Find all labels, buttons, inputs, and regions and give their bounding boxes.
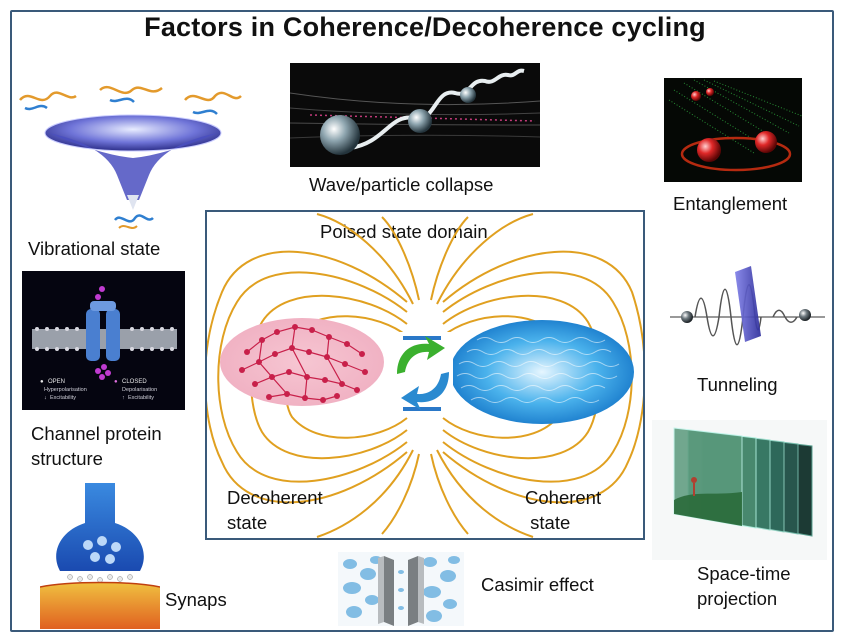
channel-open-effect: Excitability <box>50 395 76 401</box>
coherent-state-label: Coherent state <box>525 487 602 533</box>
channel-closed-sub: Depolarisation <box>122 387 157 393</box>
svg-text:↑: ↑ <box>122 395 125 401</box>
synaps-figure <box>40 483 160 629</box>
svg-text:●: ● <box>114 379 118 385</box>
wave-particle-label: Wave/particle collapse <box>309 174 494 195</box>
casimir-effect-figure <box>338 552 464 626</box>
channel-open-sub: Hyperpolarisation <box>44 387 87 393</box>
field-diagram <box>207 213 643 538</box>
channel-protein-label: Channel protein structure <box>31 423 162 469</box>
vibrational-state-figure <box>15 70 245 235</box>
vibrational-state-label: Vibrational state <box>28 238 161 259</box>
diagram-title: Factors in Coherence/Decoherence cycling <box>144 12 706 42</box>
synaps-label: Synaps <box>165 589 227 610</box>
entanglement-figure <box>664 78 802 182</box>
cycle-icon <box>397 336 449 410</box>
tunneling-label: Tunneling <box>697 374 778 395</box>
spacetime-projection-label: Space-time projection <box>697 563 791 609</box>
decoherent-state-label: Decoherent state <box>227 487 323 533</box>
svg-text:↓: ↓ <box>44 395 47 401</box>
channel-closed-effect: Excitability <box>128 395 154 401</box>
poised-state-panel: Poised state domain <box>205 210 645 540</box>
svg-text:●: ● <box>40 379 44 385</box>
outer-frame <box>10 10 834 632</box>
channel-protein-figure: ● OPEN Hyperpolarisation ↓ Excitability … <box>22 271 185 410</box>
channel-open-label: OPEN <box>48 379 65 385</box>
entanglement-label: Entanglement <box>673 193 788 214</box>
spacetime-projection-figure <box>652 420 827 560</box>
channel-closed-label: CLOSED <box>122 379 147 385</box>
casimir-effect-label: Casimir effect <box>481 574 594 595</box>
tunneling-figure <box>665 262 827 357</box>
wave-particle-figure <box>290 63 540 167</box>
